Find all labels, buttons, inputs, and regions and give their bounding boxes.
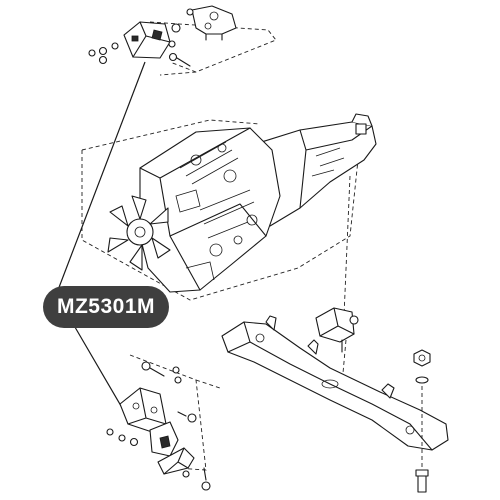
upper-fasteners <box>88 8 194 67</box>
lower-mount-bracket <box>119 387 167 433</box>
upper-mount-bracket <box>191 5 237 41</box>
lower-mount-assembly <box>106 354 221 491</box>
label-leader-lines <box>57 61 146 419</box>
crossmember <box>221 315 449 451</box>
engine-block <box>139 127 281 293</box>
crossmember-fasteners <box>413 349 431 493</box>
transmission-mount <box>315 307 359 353</box>
cooling-fan <box>107 195 171 271</box>
crossmember-assembly <box>221 175 449 493</box>
engine-transmission-assembly <box>81 113 377 301</box>
lower-rubber-mount <box>149 421 195 475</box>
part-number-badge: MZ5301M <box>43 286 169 328</box>
lower-fasteners <box>106 361 211 491</box>
upper-rubber-mount <box>123 21 171 59</box>
upper-mount-assembly <box>88 5 277 76</box>
